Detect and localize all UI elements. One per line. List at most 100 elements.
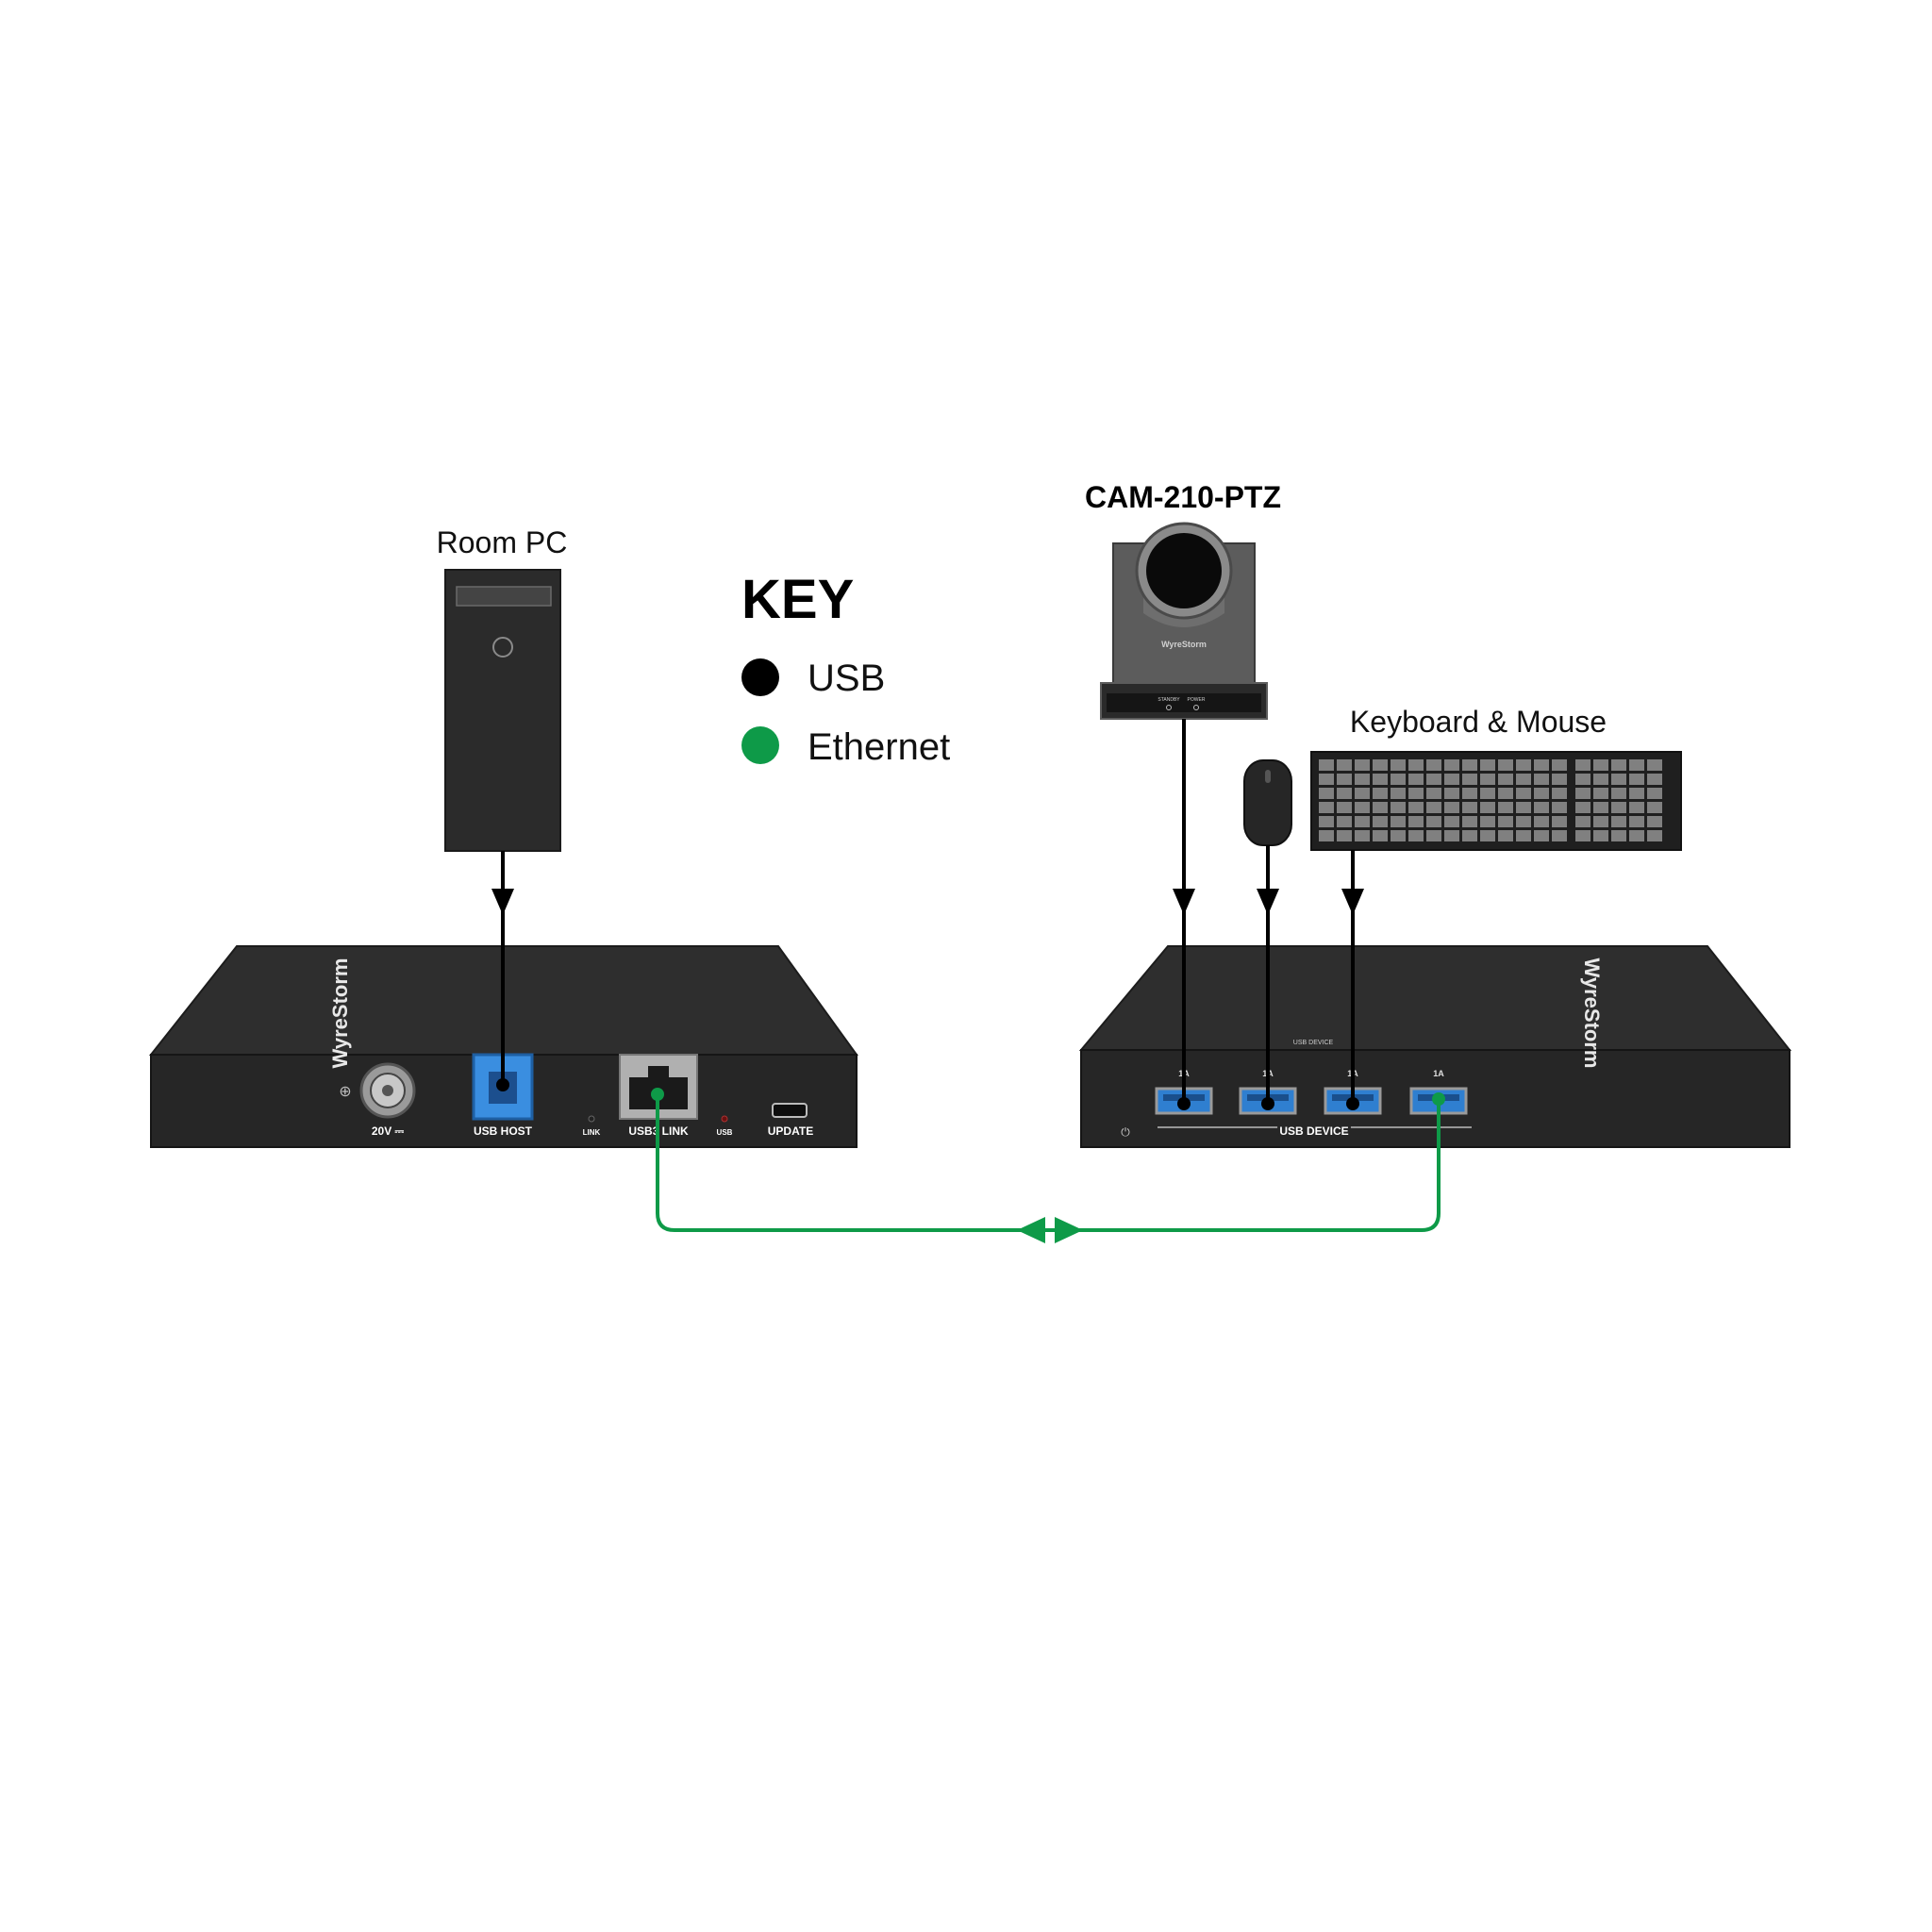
keyboard-numpad-key [1647, 759, 1662, 771]
keyboard-key [1426, 802, 1441, 813]
keyboard-key [1337, 830, 1352, 841]
keyboard-numpad-key [1575, 788, 1591, 799]
keyboard-key [1444, 774, 1459, 785]
camera-brand: WyreStorm [1161, 640, 1207, 649]
usb-arrow-keyboard [1341, 889, 1364, 915]
cables [491, 719, 1445, 1243]
legend: KEY USB Ethernet [741, 569, 950, 768]
keyboard-key [1408, 816, 1424, 827]
keyboard-key [1426, 816, 1441, 827]
keyboard-key [1337, 788, 1352, 799]
camera-lens [1146, 533, 1222, 608]
keyboard-key [1462, 802, 1477, 813]
keyboard: Keyboard & Mouse [1310, 705, 1682, 851]
ethernet-bidirectional-arrow-right [1055, 1217, 1083, 1243]
room-pc-label: Room PC [437, 525, 568, 559]
keyboard-key [1534, 802, 1549, 813]
keyboard-numpad-key [1647, 830, 1662, 841]
keyboard-key [1319, 788, 1334, 799]
keyboard-key [1480, 816, 1495, 827]
keyboard-key [1355, 830, 1370, 841]
keyboard-numpad-key [1575, 774, 1591, 785]
keyboard-numpad-key [1611, 759, 1626, 771]
keyboard-numpad-key [1593, 788, 1608, 799]
camera-power-led [1193, 705, 1199, 710]
keyboard-key [1355, 802, 1370, 813]
keyboard-key [1552, 788, 1567, 799]
keyboard-key [1373, 788, 1388, 799]
camera-status-standby: STANDBY [1158, 697, 1180, 703]
keyboard-numpad-key [1629, 816, 1644, 827]
keyboard-key [1408, 774, 1424, 785]
keyboard-numpad-key [1593, 802, 1608, 813]
keyboard-key [1426, 788, 1441, 799]
keyboard-key [1480, 774, 1495, 785]
keyboard-key [1552, 816, 1567, 827]
receiver-top [1078, 945, 1792, 1051]
keyboard-key [1534, 759, 1549, 771]
usb-arrow-camera [1173, 889, 1195, 915]
keyboard-key [1516, 759, 1531, 771]
room-pc-power-icon [492, 637, 513, 658]
keyboard-key [1391, 774, 1406, 785]
keyboard-key [1516, 802, 1531, 813]
keyboard-key [1534, 816, 1549, 827]
legend-usb-swatch [741, 658, 779, 696]
keyboard-key [1337, 816, 1352, 827]
keyboard-numpad-key [1629, 759, 1644, 771]
usb-led-light [721, 1115, 728, 1123]
keyboard-key [1552, 830, 1567, 841]
ethernet-endpoint-tx [651, 1088, 664, 1101]
keyboard-key [1355, 816, 1370, 827]
keyboard-key [1498, 830, 1513, 841]
keyboard-numpad-key [1575, 802, 1591, 813]
receiver-power-button-icon: ⏻ [1121, 1125, 1130, 1139]
keyboard-key [1355, 788, 1370, 799]
keyboard-key [1462, 788, 1477, 799]
keyboard-key [1516, 816, 1531, 827]
keyboard-key [1373, 774, 1388, 785]
keyboard-key [1337, 774, 1352, 785]
keyboard-key [1552, 759, 1567, 771]
keyboard-numpad-key [1575, 759, 1591, 771]
keyboard-key [1516, 774, 1531, 785]
keyboard-key [1444, 788, 1459, 799]
keyboard-numpad-key [1611, 816, 1626, 827]
receiver: WyreStorm USB DEVICE ⏻ USB DEVICE 1A1A1A… [1078, 945, 1792, 1148]
power-polarity-icon: ⊕ [339, 1082, 351, 1100]
keyboard-numpad-key [1575, 816, 1591, 827]
keyboard-numpad-key [1593, 774, 1608, 785]
link-led-light [588, 1115, 595, 1123]
camera-label: CAM-210-PTZ [1085, 480, 1281, 514]
mouse-wheel [1265, 770, 1271, 783]
keyboard-key [1498, 816, 1513, 827]
keyboard-numpad-key [1647, 802, 1662, 813]
usb-led: USB [717, 1115, 733, 1137]
keyboard-numpad-key [1647, 816, 1662, 827]
keyboard-key [1480, 802, 1495, 813]
ethernet-bidirectional-arrow-left [1017, 1217, 1045, 1243]
keyboard-key [1462, 759, 1477, 771]
usb-led-label: USB [717, 1128, 733, 1137]
ethernet-cable [656, 1094, 1441, 1232]
power-label: 20V ⎓ [372, 1124, 405, 1138]
room-pc-drive-bay [456, 586, 552, 607]
keyboard-numpad-key [1575, 830, 1591, 841]
keyboard-key [1516, 830, 1531, 841]
usb-endpoint-pc [496, 1078, 509, 1091]
keyboard-key [1391, 830, 1406, 841]
keyboard-key [1408, 788, 1424, 799]
keyboard-key [1337, 759, 1352, 771]
keyboard-key [1462, 816, 1477, 827]
keyboard-numpad-key [1629, 802, 1644, 813]
keyboard-key [1498, 788, 1513, 799]
keyboard-numpad-key [1647, 774, 1662, 785]
usb-endpoint-mouse [1261, 1097, 1274, 1110]
keyboard-key [1462, 774, 1477, 785]
keyboard-key [1408, 802, 1424, 813]
legend-ethernet-label: Ethernet [808, 726, 950, 768]
keyboard-numpad-key [1629, 788, 1644, 799]
camera-base-panel [1107, 693, 1261, 712]
keyboard-key [1480, 788, 1495, 799]
keyboard-numpad-key [1593, 830, 1608, 841]
